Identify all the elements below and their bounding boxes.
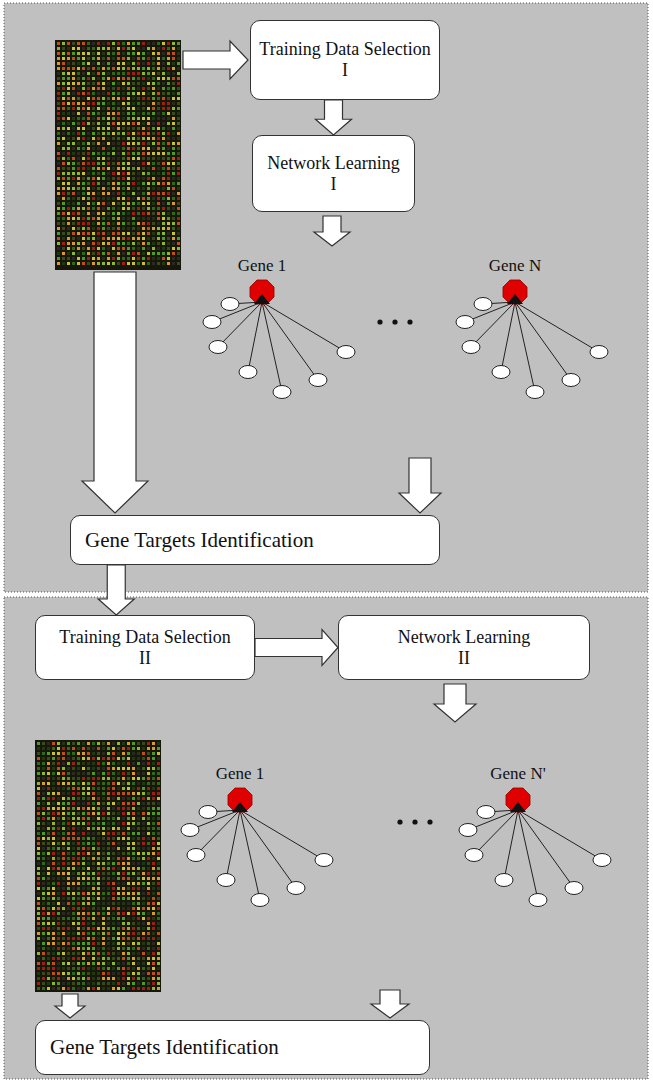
ellipsis-dot: [397, 819, 402, 824]
box-label: Training Data Selection I: [257, 39, 433, 80]
block-arrow: [82, 272, 148, 513]
gene-label: Gene 1: [191, 765, 289, 784]
gene-octagon: [504, 786, 532, 814]
gene-octagon: [248, 278, 276, 306]
block-arrow: [55, 994, 85, 1018]
panel: [4, 597, 648, 1079]
gene-node: Gene N': [469, 765, 567, 814]
block-arrow: [434, 684, 476, 722]
box-label: Gene Targets Identification: [50, 1035, 279, 1059]
block-arrow: [316, 100, 352, 135]
block-arrow: [98, 565, 134, 615]
box-label: Network Learning II: [394, 627, 534, 668]
network-star: [459, 806, 611, 907]
process-box: Gene Targets Identification: [35, 1020, 430, 1075]
gene-label: Gene N': [469, 765, 567, 784]
gene-octagon: [226, 786, 254, 814]
ellipsis-dot: [407, 319, 412, 324]
block-arrow: [399, 458, 441, 513]
network-star: [181, 806, 333, 907]
process-box: Network Learning I: [252, 135, 415, 212]
microarray-image: [35, 740, 161, 992]
gene-label: Gene N: [466, 257, 564, 276]
block-arrow: [314, 216, 350, 246]
gene-node: Gene 1: [191, 765, 289, 814]
ellipsis-dot: [377, 319, 382, 324]
box-label: Training Data Selection II: [55, 627, 235, 668]
process-box: Network Learning II: [338, 615, 590, 680]
gene-label: Gene 1: [213, 257, 311, 276]
block-arrow: [255, 630, 338, 666]
microarray-image: [55, 40, 181, 270]
ellipsis-dot: [392, 319, 397, 324]
box-label: Network Learning I: [265, 153, 403, 194]
process-box: Training Data Selection II: [35, 615, 255, 680]
network-star: [456, 298, 608, 399]
gene-node: Gene N: [466, 257, 564, 306]
block-arrow: [371, 990, 409, 1018]
ellipsis-dot: [427, 819, 432, 824]
block-arrow: [183, 41, 248, 79]
process-box: Gene Targets Identification: [70, 515, 440, 565]
process-box: Training Data Selection I: [250, 20, 440, 100]
network-star: [203, 298, 355, 399]
gene-octagon: [501, 278, 529, 306]
gene-node: Gene 1: [213, 257, 311, 306]
ellipsis-dot: [412, 819, 417, 824]
box-label: Gene Targets Identification: [85, 528, 314, 552]
panel: [4, 3, 648, 592]
